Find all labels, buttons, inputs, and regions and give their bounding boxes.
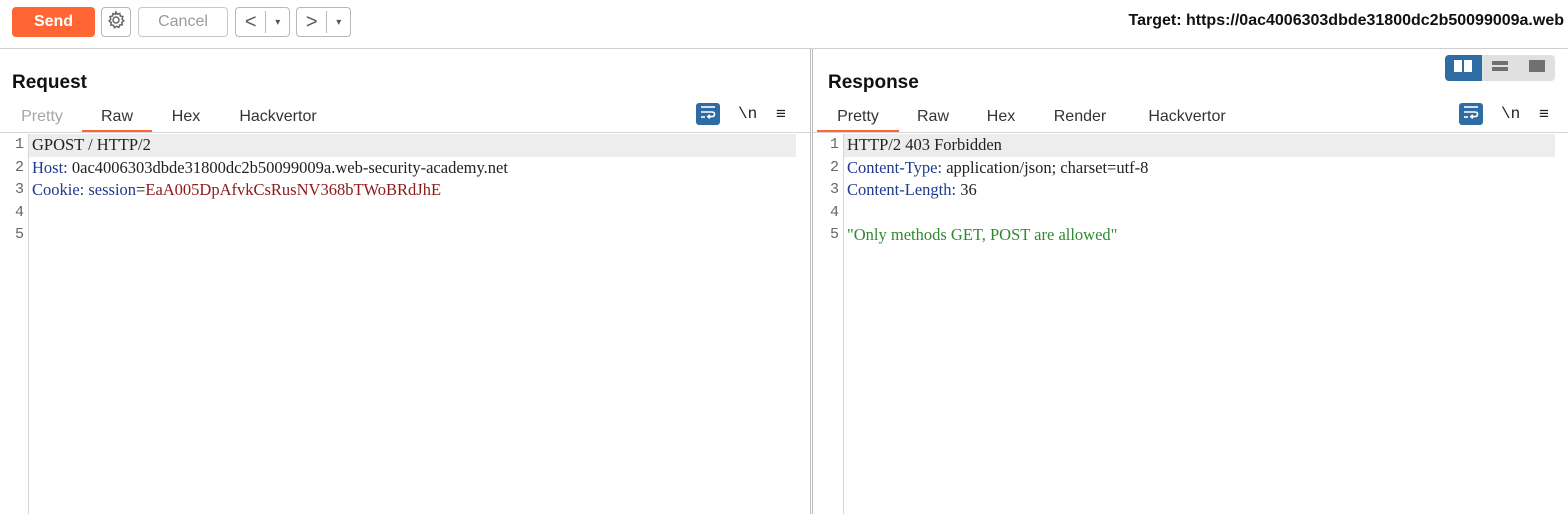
header-value: application/json; charset=utf-8 [942,157,1149,177]
response-title: Response [828,72,919,93]
request-editor[interactable]: 1 2 3 4 5 GPOST / HTTP/2 Host: 0ac400630… [0,134,810,514]
request-line-text: GPOST / HTTP/2 [32,135,151,154]
header-name: Host: [32,157,68,177]
request-editor-tools: \n ≡ [696,103,796,127]
line-number: 3 [829,181,839,198]
show-newlines-button[interactable]: \n [738,105,758,123]
request-panel: Request Pretty Raw Hex Hackvertor \n ≡ 1… [0,49,811,514]
history-back-button[interactable]: < ▾ [235,7,290,37]
word-wrap-icon [700,105,716,124]
word-wrap-icon [1463,105,1479,124]
gear-icon [106,9,126,35]
tab-raw[interactable]: Raw [82,105,152,132]
chevron-right-icon[interactable]: > [297,11,328,33]
cookie-value: EaA005DpAfvkCsRusNV368bTWoBRdJhE [145,180,442,199]
cookie-name: session [84,180,137,199]
request-line[interactable]: Cookie: session=EaA005DpAfvkCsRusNV368bT… [29,179,810,202]
response-line[interactable]: Content-Length: 36 [844,179,1568,202]
line-number: 1 [14,136,24,153]
request-line[interactable]: Host: 0ac4006303dbde31800dc2b50099009a.w… [29,157,810,180]
word-wrap-button[interactable] [1459,103,1483,125]
tab-pretty[interactable]: Pretty [21,108,63,125]
request-title: Request [12,72,87,93]
status-line: HTTP/2 403 Forbidden [847,135,1002,154]
layout-side-by-side-button[interactable] [1445,55,1482,81]
send-button[interactable]: Send [12,7,95,37]
settings-button[interactable] [101,7,131,37]
line-number: 1 [829,136,839,153]
tab-hackvertor[interactable]: Hackvertor [1148,108,1226,125]
show-newlines-button[interactable]: \n [1501,105,1521,123]
response-line[interactable]: "Only methods GET, POST are allowed" [844,224,1568,247]
cancel-button[interactable]: Cancel [138,7,228,37]
request-line[interactable] [29,202,810,225]
history-forward-button[interactable]: > ▾ [296,7,351,37]
line-number-gutter: 1 2 3 4 5 [0,134,29,514]
tab-pretty[interactable]: Pretty [817,105,899,132]
line-number: 4 [829,203,839,221]
tab-render[interactable]: Render [1053,108,1107,125]
header-value: 36 [956,180,977,199]
header-value: 0ac4006303dbde31800dc2b50099009a.web-sec… [67,157,508,177]
line-number: 2 [829,158,839,176]
word-wrap-button[interactable] [696,103,720,125]
response-panel: Response Pretty Raw Hex Render Hackverto… [812,49,1568,514]
line-number: 2 [14,158,24,176]
layout-toggle [1445,55,1555,81]
tab-hackvertor[interactable]: Hackvertor [239,108,317,125]
request-tabs: Pretty Raw Hex Hackvertor [0,105,810,133]
cookie-equals: = [136,180,146,199]
header-name: Content-Length: [847,180,957,199]
chevron-left-icon[interactable]: < [236,11,267,33]
response-line[interactable] [844,202,1568,225]
hamburger-menu-icon[interactable]: ≡ [1539,104,1549,123]
columns-layout-icon [1454,59,1473,77]
single-pane-icon [1528,59,1545,77]
hamburger-menu-icon[interactable]: ≡ [776,104,786,123]
response-code[interactable]: HTTP/2 403 Forbidden Content-Type: appli… [844,134,1568,247]
response-editor-tools: \n ≡ [1459,103,1557,127]
tab-hex[interactable]: Hex [171,108,201,125]
toolbar: Send Cancel < ▾ > ▾ Target: https://0ac4… [0,0,1568,49]
header-name: Content-Type: [847,157,943,177]
response-line[interactable]: HTTP/2 403 Forbidden [844,134,1555,157]
line-number-gutter: 1 2 3 4 5 [813,134,844,514]
response-tabs: Pretty Raw Hex Render Hackvertor [813,105,1568,133]
tab-raw[interactable]: Raw [916,108,949,125]
dropdown-arrow-icon[interactable]: ▾ [336,16,342,28]
layout-tabs-button[interactable] [1518,55,1555,81]
line-number: 5 [829,226,839,243]
tab-hex[interactable]: Hex [986,108,1016,125]
line-number: 3 [14,181,24,198]
request-line[interactable] [29,224,810,247]
request-line[interactable]: GPOST / HTTP/2 [29,134,796,157]
rows-layout-icon [1492,59,1508,77]
dropdown-arrow-icon[interactable]: ▾ [275,16,281,28]
layout-stacked-button[interactable] [1482,55,1519,81]
response-line[interactable]: Content-Type: application/json; charset=… [844,157,1568,180]
header-name: Cookie: [32,180,85,199]
target-url[interactable]: Target: https://0ac4006303dbde31800dc2b5… [1128,12,1565,29]
line-number: 5 [14,226,24,243]
response-body-string: "Only methods GET, POST are allowed" [847,225,1118,244]
request-code[interactable]: GPOST / HTTP/2 Host: 0ac4006303dbde31800… [29,134,810,247]
response-editor[interactable]: 1 2 3 4 5 HTTP/2 403 Forbidden Content-T… [813,134,1568,514]
line-number: 4 [14,203,24,221]
